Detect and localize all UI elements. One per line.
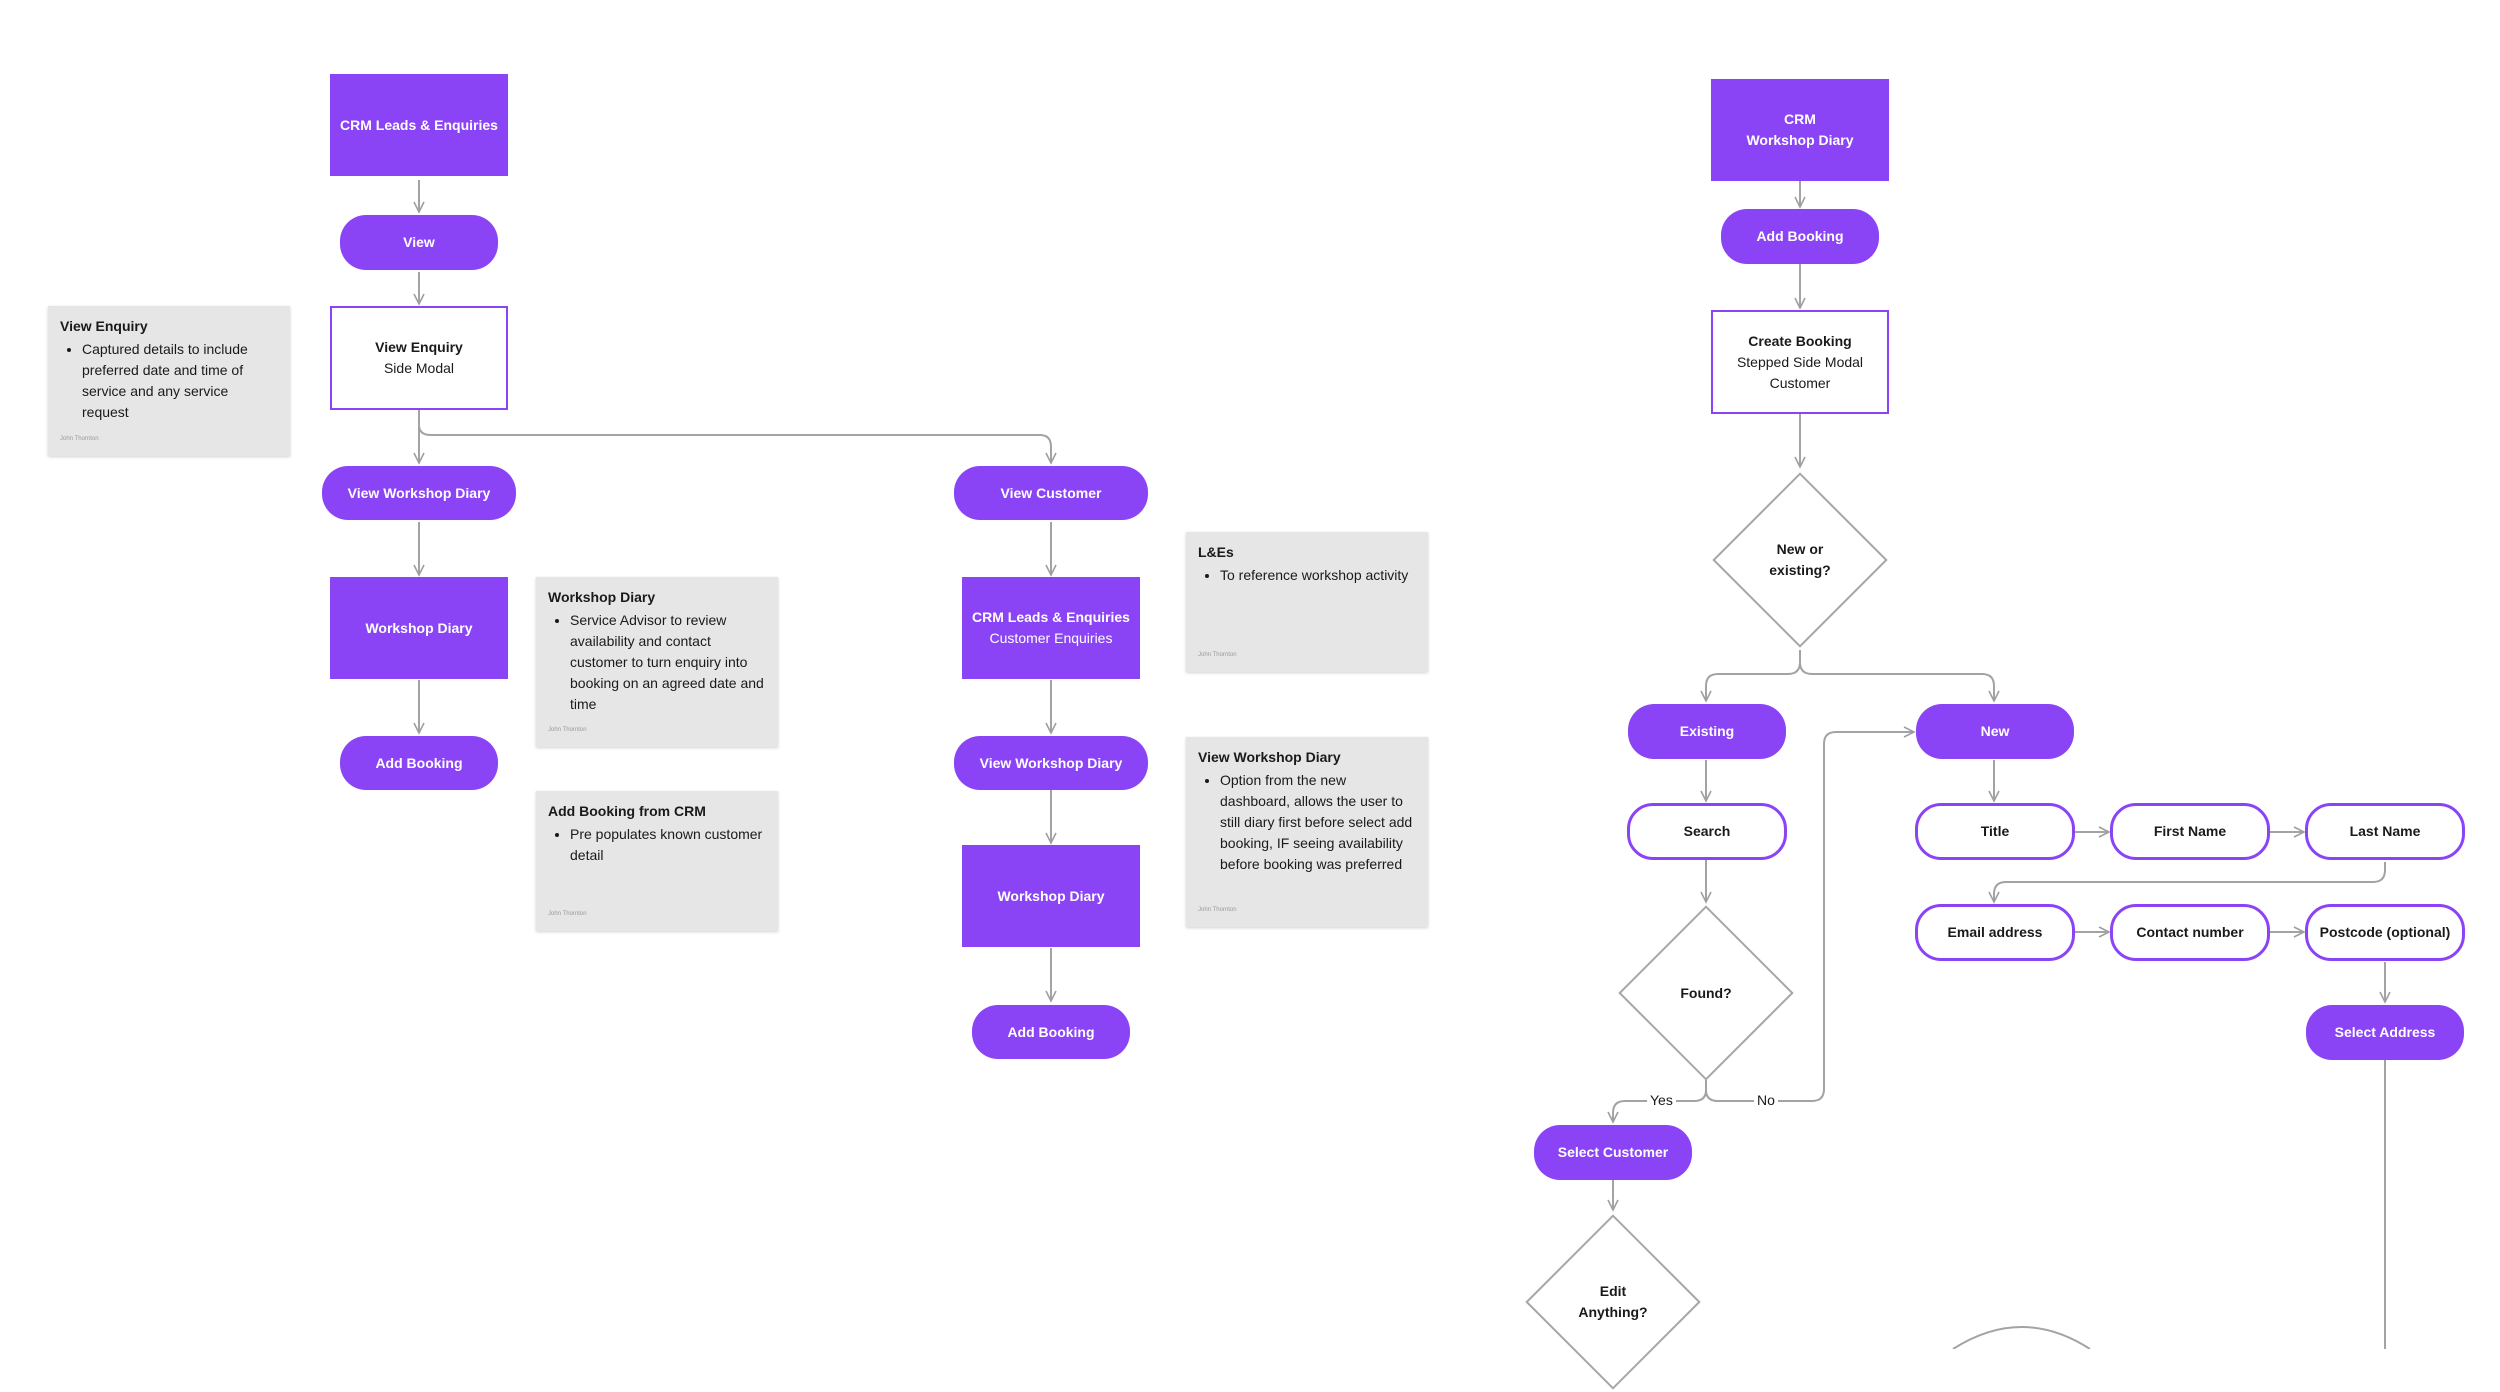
select-address-node[interactable]: Select Address	[2306, 1005, 2464, 1060]
add-booking-2-label: Add Booking	[1007, 1023, 1095, 1040]
view-customer-label: View Customer	[1000, 484, 1102, 501]
crm-customer-title: CRM Leads & Enquiries	[972, 609, 1130, 625]
add-booking-3-node[interactable]: Add Booking	[1721, 209, 1879, 264]
add-booking-2-node[interactable]: Add Booking	[972, 1005, 1130, 1059]
crm-workshop-line1: CRM	[1784, 111, 1816, 127]
crm-leads-enquiries-node[interactable]: CRM Leads & Enquiries	[330, 74, 508, 176]
search-node[interactable]: Search	[1627, 803, 1787, 860]
new-or-existing-decision[interactable]: New or existing?	[1710, 470, 1890, 650]
note-view-enquiry-author: John Thornton	[60, 436, 99, 442]
connector-found-no	[1705, 726, 1916, 1102]
crm-leads-enquiries-label: CRM Leads & Enquiries	[340, 116, 498, 133]
first-name-field-node[interactable]: First Name	[2110, 803, 2270, 860]
title-field-node[interactable]: Title	[1915, 803, 2075, 860]
note-view-enquiry[interactable]: View Enquiry Captured details to include…	[48, 306, 290, 456]
select-address-label: Select Address	[2334, 1024, 2436, 1040]
view-label: View	[403, 234, 435, 250]
select-customer-label: Select Customer	[1557, 1144, 1669, 1160]
workshop-diary-2-label: Workshop Diary	[997, 887, 1105, 904]
yes-edge-label: Yes	[1647, 1092, 1676, 1108]
workshop-diary-2-node[interactable]: Workshop Diary	[962, 845, 1140, 947]
view-workshop-diary-label: View Workshop Diary	[347, 484, 491, 501]
create-booking-line2: Stepped Side Modal	[1736, 353, 1864, 370]
add-booking-label: Add Booking	[375, 754, 463, 771]
view-enquiry-title: View Enquiry	[375, 339, 463, 355]
note-workshop-diary-title: Workshop Diary	[548, 589, 656, 605]
note-add-booking-crm-author: John Thornton	[548, 911, 587, 917]
last-name-field-label: Last Name	[2349, 823, 2421, 839]
note-add-booking-crm-bullet: Pre populates known customer detail	[570, 824, 766, 866]
workshop-diary-node[interactable]: Workshop Diary	[330, 577, 508, 679]
note-workshop-diary[interactable]: Workshop Diary Service Advisor to review…	[536, 577, 778, 747]
postcode-field-node[interactable]: Postcode (optional)	[2305, 904, 2465, 961]
new-label: New	[1980, 723, 2010, 739]
contact-number-field-node[interactable]: Contact number	[2110, 904, 2270, 961]
create-booking-node[interactable]: Create Booking Stepped Side Modal Custom…	[1711, 310, 1889, 414]
note-view-workshop-diary-bullet: Option from the new dashboard, allows th…	[1220, 770, 1416, 875]
search-label: Search	[1683, 823, 1731, 839]
title-field-label: Title	[1980, 823, 2010, 839]
workshop-diary-label: Workshop Diary	[365, 619, 473, 636]
note-les-author: John Thornton	[1198, 652, 1237, 658]
email-field-label: Email address	[1947, 924, 2043, 940]
last-name-field-node[interactable]: Last Name	[2305, 803, 2465, 860]
note-view-workshop-diary[interactable]: View Workshop Diary Option from the new …	[1186, 737, 1428, 927]
note-workshop-diary-author: John Thornton	[548, 727, 587, 733]
crm-workshop-line2: Workshop Diary	[1746, 132, 1854, 148]
email-field-node[interactable]: Email address	[1915, 904, 2075, 961]
note-workshop-diary-bullet: Service Advisor to review availability a…	[570, 610, 766, 715]
first-name-field-label: First Name	[2153, 823, 2227, 839]
new-node[interactable]: New	[1916, 704, 2074, 759]
view-workshop-diary-2-label: View Workshop Diary	[979, 754, 1123, 771]
add-booking-3-label: Add Booking	[1756, 228, 1844, 244]
connector-enquiry-to-customer	[418, 424, 1057, 465]
note-add-booking-crm-title: Add Booking from CRM	[548, 803, 706, 819]
select-customer-node[interactable]: Select Customer	[1534, 1125, 1692, 1180]
postcode-field-label: Postcode (optional)	[2319, 924, 2451, 940]
found-decision[interactable]: Found?	[1616, 903, 1796, 1083]
existing-label: Existing	[1679, 723, 1735, 739]
note-les-bullet: To reference workshop activity	[1220, 565, 1416, 586]
note-add-booking-crm[interactable]: Add Booking from CRM Pre populates known…	[536, 791, 778, 931]
view-enquiry-sub: Side Modal	[383, 360, 455, 376]
existing-node[interactable]: Existing	[1628, 704, 1786, 759]
view-node[interactable]: View	[340, 215, 498, 270]
no-edge-label: No	[1754, 1092, 1778, 1108]
note-view-enquiry-title: View Enquiry	[60, 318, 148, 334]
create-booking-line3: Customer	[1769, 374, 1831, 391]
connector-lastname-to-email	[1988, 862, 2386, 904]
connector-decision-to-new	[1799, 661, 2000, 703]
crm-customer-sub: Customer Enquiries	[989, 630, 1113, 646]
crm-workshop-diary-node[interactable]: CRM Workshop Diary	[1711, 79, 1889, 181]
partial-circle-shape	[1952, 1326, 2091, 1349]
edit-anything-label: Edit Anything?	[1578, 1283, 1648, 1320]
contact-number-field-label: Contact number	[2136, 924, 2244, 940]
edit-anything-decision[interactable]: Edit Anything?	[1523, 1212, 1703, 1392]
connector-decision-to-existing	[1700, 650, 1801, 703]
note-view-enquiry-bullet: Captured details to include preferred da…	[82, 339, 278, 423]
create-booking-title: Create Booking	[1748, 332, 1852, 349]
add-booking-node[interactable]: Add Booking	[340, 736, 498, 790]
view-workshop-diary-2-node[interactable]: View Workshop Diary	[954, 736, 1148, 790]
note-les[interactable]: L&Es To reference workshop activity John…	[1186, 532, 1428, 672]
note-view-workshop-diary-author: John Thornton	[1198, 907, 1237, 913]
view-enquiry-node[interactable]: View Enquiry Side Modal	[330, 306, 508, 410]
new-or-existing-label: New or existing?	[1769, 541, 1831, 578]
found-label: Found?	[1680, 984, 1732, 1001]
note-les-title: L&Es	[1198, 544, 1234, 560]
crm-customer-enquiries-node[interactable]: CRM Leads & Enquiries Customer Enquiries	[962, 577, 1140, 679]
view-workshop-diary-node[interactable]: View Workshop Diary	[322, 466, 516, 520]
note-view-workshop-diary-title: View Workshop Diary	[1198, 749, 1341, 765]
view-customer-node[interactable]: View Customer	[954, 466, 1148, 520]
